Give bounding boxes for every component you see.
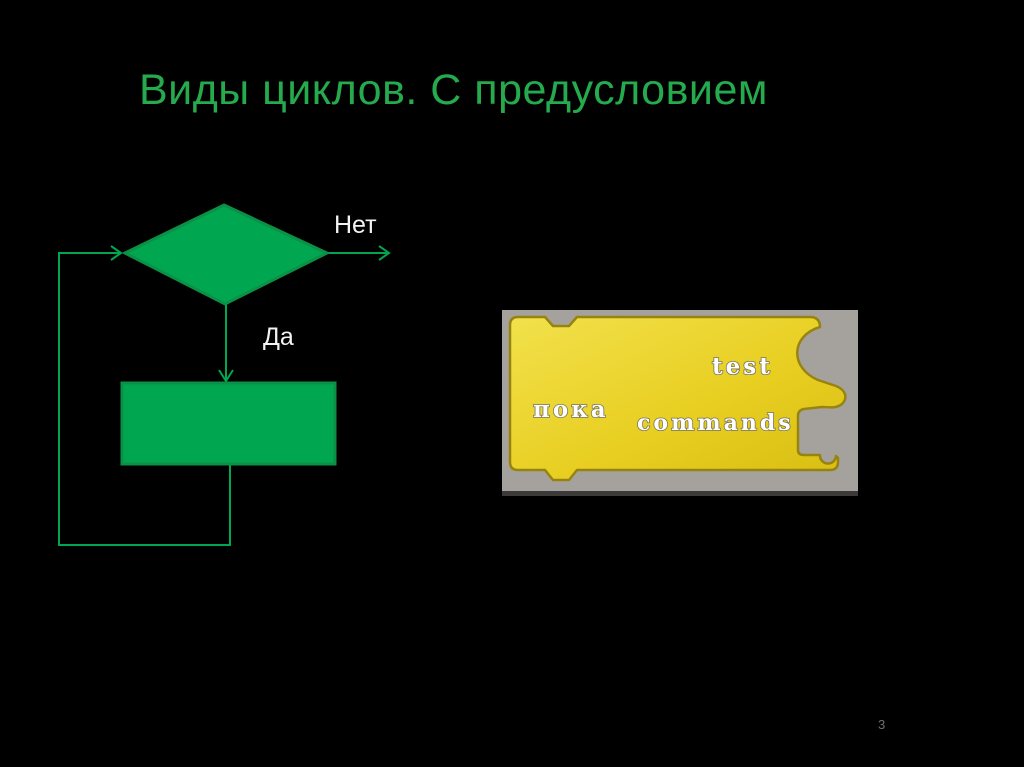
loop-body-rect <box>120 381 337 466</box>
branch-label-yes: Да <box>263 323 294 351</box>
branch-label-no: Нет <box>334 211 377 239</box>
slide-title: Виды циклов. С предусловием <box>139 66 768 114</box>
block-label-test: test <box>712 353 773 380</box>
block-label-commands: commands <box>637 410 794 436</box>
while-block-shape <box>508 315 847 482</box>
yes-branch-arrowhead-icon <box>218 369 234 383</box>
block-label-poka: пока <box>533 396 609 423</box>
loop-back-connector <box>58 252 231 546</box>
no-branch-arrowhead-icon <box>378 245 391 261</box>
page-number: 3 <box>878 717 886 732</box>
loop-back-arrowhead-icon <box>110 245 123 261</box>
decision-diamond <box>121 203 331 306</box>
while-block-image: test пока commands <box>502 310 858 496</box>
block-image-bottom-edge <box>502 491 858 496</box>
